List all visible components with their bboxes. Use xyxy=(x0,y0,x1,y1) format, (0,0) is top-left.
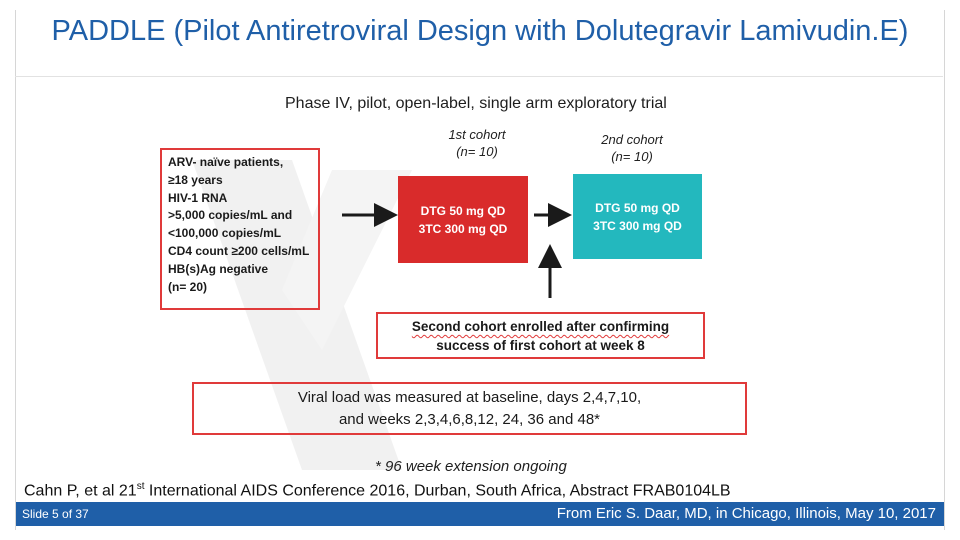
cohort-1-n: (n= 10) xyxy=(456,144,498,159)
regimen-3tc: 3TC 300 mg QD xyxy=(593,218,682,233)
cohort-2-title: 2nd cohort xyxy=(601,132,663,147)
inclusion-line: (n= 20) xyxy=(168,279,208,294)
cohort-2-label: 2nd cohort (n= 10) xyxy=(592,131,672,165)
inclusion-criteria-box: ARV- naïve patients, ≥18 years HIV-1 RNA… xyxy=(160,148,320,310)
regimen-dtg: DTG 50 mg QD xyxy=(595,200,680,215)
inclusion-line: >5,000 copies/mL and xyxy=(168,208,293,223)
slide-frame xyxy=(15,10,945,530)
citation-start: Cahn P, et al 21 xyxy=(24,482,137,500)
viral-load-line-1: Viral load was measured at baseline, day… xyxy=(297,389,642,406)
citation: Cahn P, et al 21st International AIDS Co… xyxy=(24,481,731,500)
second-cohort-note: Second cohort enrolled after confirming … xyxy=(376,312,705,359)
footer-bar: Slide 5 of 37 From Eric S. Daar, MD, in … xyxy=(16,502,944,526)
regimen-dtg: DTG 50 mg QD xyxy=(420,203,506,218)
cohort-1-regimen-box: DTG 50 mg QD 3TC 300 mg QD xyxy=(398,176,528,263)
viral-load-note: Viral load was measured at baseline, day… xyxy=(192,382,747,435)
inclusion-line: <100,000 copies/mL xyxy=(168,226,282,241)
inclusion-line: HB(s)Ag negative xyxy=(168,261,269,276)
cohort-1-title: 1st cohort xyxy=(448,127,506,142)
second-cohort-line-1: Second cohort enrolled after confirming xyxy=(411,319,670,334)
regimen-3tc: 3TC 300 mg QD xyxy=(418,221,508,236)
extension-footnote: * 96 week extension ongoing xyxy=(375,458,567,475)
citation-ordinal: st xyxy=(136,481,145,492)
inclusion-line: HIV-1 RNA xyxy=(168,190,228,205)
title-divider xyxy=(15,76,943,77)
second-cohort-line-2: success of first cohort at week 8 xyxy=(436,338,645,353)
presenter-credit: From Eric S. Daar, MD, in Chicago, Illin… xyxy=(556,505,936,522)
inclusion-line: ≥18 years xyxy=(168,172,223,187)
cohort-2-n: (n= 10) xyxy=(611,149,653,164)
inclusion-line: CD4 count ≥200 cells/mL xyxy=(168,243,310,258)
trial-design-heading: Phase IV, pilot, open-label, single arm … xyxy=(285,95,667,112)
study-design-figure: Phase IV, pilot, open-label, single arm … xyxy=(152,90,760,480)
viral-load-line-2: and weeks 2,3,4,6,8,12, 24, 36 and 48* xyxy=(338,411,601,428)
cohort-1-label: 1st cohort (n= 10) xyxy=(437,126,517,160)
cohort-2-regimen-box: DTG 50 mg QD 3TC 300 mg QD xyxy=(573,174,702,259)
citation-end: International AIDS Conference 2016, Durb… xyxy=(144,482,731,500)
flow-arrows xyxy=(342,203,572,298)
slide-title: PADDLE (Pilot Antiretroviral Design with… xyxy=(51,15,909,47)
inclusion-line: ARV- naïve patients, xyxy=(168,155,284,169)
slide-number: Slide 5 of 37 xyxy=(22,507,89,521)
